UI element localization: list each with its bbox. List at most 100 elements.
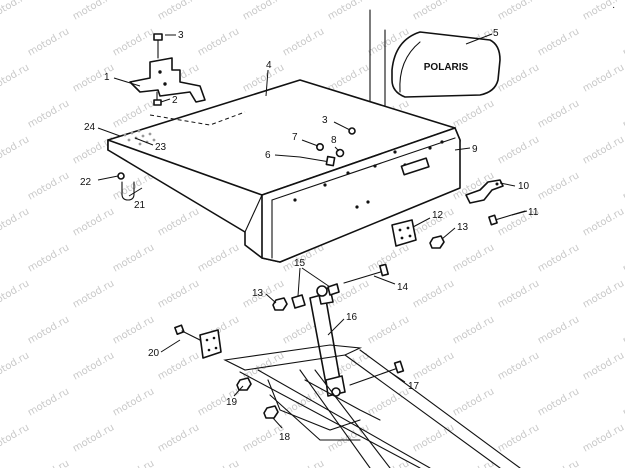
callout-5: 5 — [493, 28, 499, 39]
watermark-text: motod.ru — [536, 242, 581, 274]
watermark-text: motod.ru — [536, 98, 581, 130]
rack-slot — [400, 157, 430, 176]
watermark-text: motod.ru — [411, 350, 456, 382]
watermark-text: motod.ru — [281, 386, 326, 418]
watermark-text: motod.ru — [496, 422, 541, 454]
mount-bushing — [291, 283, 340, 309]
watermark-text: motod.ru — [0, 134, 31, 166]
watermark-text: motod.ru — [71, 278, 116, 310]
watermark-text: motod.ru — [451, 314, 496, 346]
bolt-icon — [153, 91, 162, 106]
watermark-text: motod.ru — [496, 0, 541, 23]
callout-3b: 3 — [322, 115, 328, 126]
bolt-icon — [343, 263, 389, 284]
watermark-text: motod.ru — [26, 458, 71, 468]
watermark-text: motod.ru — [111, 314, 156, 346]
watermark-text: motod.ru — [196, 458, 241, 468]
callout-23: 23 — [155, 142, 167, 153]
watermark-text: motod.ru — [111, 386, 156, 418]
watermark-text: motod.ru — [111, 98, 156, 130]
watermark-text: motod.ru — [26, 386, 71, 418]
watermark-text: motod.ru — [411, 422, 456, 454]
watermark-text: motod.ru — [26, 98, 71, 130]
bolt-icon — [174, 324, 201, 341]
watermark-text: motod.ru — [621, 26, 625, 58]
watermark-text: motod.ru — [536, 458, 581, 468]
watermark-text: motod.ru — [26, 314, 71, 346]
callout-labels: 3 1 2 4 5 6 7 8 3 9 10 11 12 13 14 15 13… — [80, 28, 539, 443]
callout-24: 24 — [84, 122, 96, 133]
watermark-text: motod.ru — [411, 278, 456, 310]
nut-icon — [315, 127, 356, 158]
corner-tick: · — [612, 2, 615, 13]
watermark-text: motod.ru — [366, 314, 411, 346]
watermark-text: motod.ru — [26, 26, 71, 58]
callout-2: 2 — [172, 95, 178, 106]
watermark-text: motod.ru — [621, 386, 625, 418]
watermark-text: motod.ru — [156, 422, 201, 454]
callout-4: 4 — [266, 60, 272, 71]
watermark-text: motod.ru — [71, 422, 116, 454]
callout-13: 13 — [457, 222, 469, 233]
callout-19: 19 — [226, 397, 238, 408]
callout-8: 8 — [331, 135, 337, 146]
watermark-text: motod.ru — [621, 170, 625, 202]
watermark-text: motod.ru — [366, 386, 411, 418]
callout-12: 12 — [432, 210, 444, 221]
watermark-text: motod.ru — [111, 26, 156, 58]
bolt-icon — [299, 155, 336, 167]
watermark-text: motod.ru — [0, 350, 31, 382]
watermark-text: motod.ru — [496, 62, 541, 94]
watermark-text: motod.ru — [156, 350, 201, 382]
polaris-rear-cover: POLARIS — [391, 31, 501, 98]
nut-icon — [117, 172, 125, 180]
watermark-text: motod.ru — [621, 458, 625, 468]
watermark-text: motod.ru — [581, 134, 625, 166]
shock-absorber-icon — [309, 285, 346, 397]
watermark-text: motod.ru — [536, 170, 581, 202]
bolt-icon — [349, 360, 405, 386]
watermark-text: motod.ru — [536, 314, 581, 346]
watermark-text: motod.ru — [451, 98, 496, 130]
side-bracket — [465, 179, 504, 204]
mount-bracket — [129, 57, 206, 103]
watermark-text: motod.ru — [496, 134, 541, 166]
bolt-icon — [488, 210, 526, 226]
callout-11: 11 — [528, 207, 539, 218]
watermark-text: motod.ru — [621, 98, 625, 130]
callout-1: 1 — [104, 72, 110, 83]
watermark-text: motod.ru — [0, 62, 31, 94]
watermark-text: motod.ru — [581, 62, 625, 94]
watermark-text: motod.ru — [26, 170, 71, 202]
watermark-text: motod.ru — [196, 242, 241, 274]
watermark-text: motod.ru — [0, 278, 31, 310]
watermark-text: motod.ru — [0, 422, 31, 454]
bolt-icon — [153, 33, 163, 59]
callout-3: 3 — [178, 30, 184, 41]
watermark-text: motod.ru — [326, 0, 371, 23]
watermark-text: motod.ru — [621, 242, 625, 274]
watermark-text: motod.ru — [621, 314, 625, 346]
callout-14: 14 — [397, 282, 409, 293]
nut-icon — [236, 377, 279, 419]
nut-icon — [272, 297, 288, 311]
watermark-text: motod.ru — [581, 422, 625, 454]
watermark-text: motod.ru — [536, 26, 581, 58]
watermark-text: motod.ru — [71, 0, 116, 23]
watermark-text: motod.ru — [451, 458, 496, 468]
watermark-text: motod.ru — [451, 386, 496, 418]
watermark-text: motod.ru — [111, 242, 156, 274]
callout-17: 17 — [408, 381, 420, 392]
watermark-text: motod.ru — [281, 458, 326, 468]
watermark-text: motod.ru — [0, 0, 31, 23]
rear-rack-panel — [107, 79, 461, 263]
watermark-text: motod.ru — [0, 206, 31, 238]
lower-frame — [223, 344, 521, 468]
callout-20: 20 — [148, 348, 160, 359]
watermark-text: motod.ru — [451, 242, 496, 274]
watermark-text: motod.ru — [281, 26, 326, 58]
watermark-text: motod.ru — [366, 242, 411, 274]
hook-bolt — [121, 181, 135, 201]
